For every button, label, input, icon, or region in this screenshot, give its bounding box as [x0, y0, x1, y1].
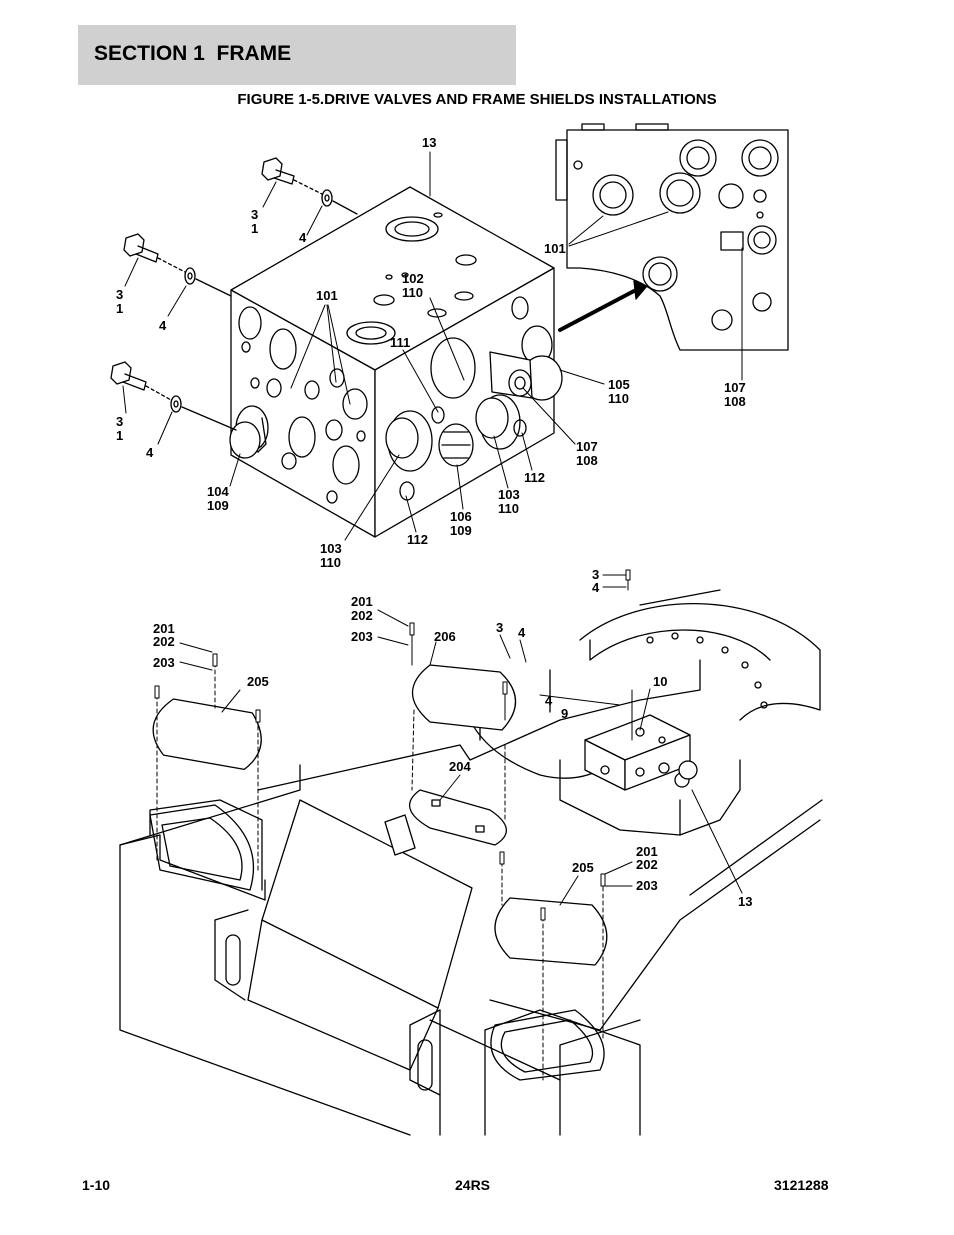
callout-112: 112: [407, 532, 428, 547]
callout-9: 9: [561, 706, 568, 721]
upper-leaders: [122, 151, 605, 541]
callout-4: 4: [299, 230, 307, 245]
shield-204: [409, 789, 507, 846]
plug-103: [385, 397, 509, 459]
callout-111: 111: [390, 335, 410, 350]
callout-13: 13: [738, 894, 752, 909]
callout-112: 112: [524, 470, 545, 485]
callout-4: 4: [518, 625, 526, 640]
plug-105: [489, 351, 563, 401]
callout-4: 4: [545, 693, 553, 708]
callout-4: 4: [592, 580, 600, 595]
callout-203: 203: [351, 629, 373, 644]
plug-104: [229, 405, 269, 459]
callout-3: 3: [592, 567, 599, 582]
callout-204: 204: [449, 759, 471, 774]
inset-detail: [555, 123, 789, 381]
callout-13: 13: [422, 135, 436, 150]
callout-205: 205: [572, 860, 594, 875]
callout-3: 3: [496, 620, 503, 635]
plug-106: [438, 423, 474, 467]
section-title: SECTION 1 FRAME: [94, 42, 292, 65]
bolt-middle: [123, 233, 232, 297]
turntable-valve: [539, 669, 698, 791]
bolt-lower: [110, 361, 237, 431]
shield-fasteners: [154, 569, 631, 1081]
turntable: [469, 589, 821, 836]
document-number: 3121288: [774, 1177, 829, 1193]
callout-101: 101: [544, 241, 566, 256]
figure-title: FIGURE 1-5.DRIVE VALVES AND FRAME SHIELD…: [237, 91, 717, 108]
callout-205: 205: [247, 674, 269, 689]
callout-4: 4: [146, 445, 154, 460]
page-number: 1-10: [82, 1177, 111, 1193]
lower-leaders: [179, 574, 743, 906]
model-name: 24RS: [455, 1177, 491, 1193]
callout-203: 203: [636, 878, 658, 893]
bolt-upper: [261, 157, 358, 215]
callout-206: 206: [434, 629, 456, 644]
callout-203: 203: [153, 655, 175, 670]
direction-arrow: [558, 280, 648, 332]
shield-205-right: [490, 897, 608, 1081]
callout-4: 4: [159, 318, 167, 333]
section-banner: SECTION 1 FRAME: [78, 25, 516, 85]
valve-block: [230, 186, 555, 538]
callout-101: 101: [316, 288, 338, 303]
callout-10: 10: [653, 674, 667, 689]
shield-205-left: [149, 698, 262, 891]
front-bracket: [214, 799, 473, 1096]
shield-206: [412, 664, 517, 731]
